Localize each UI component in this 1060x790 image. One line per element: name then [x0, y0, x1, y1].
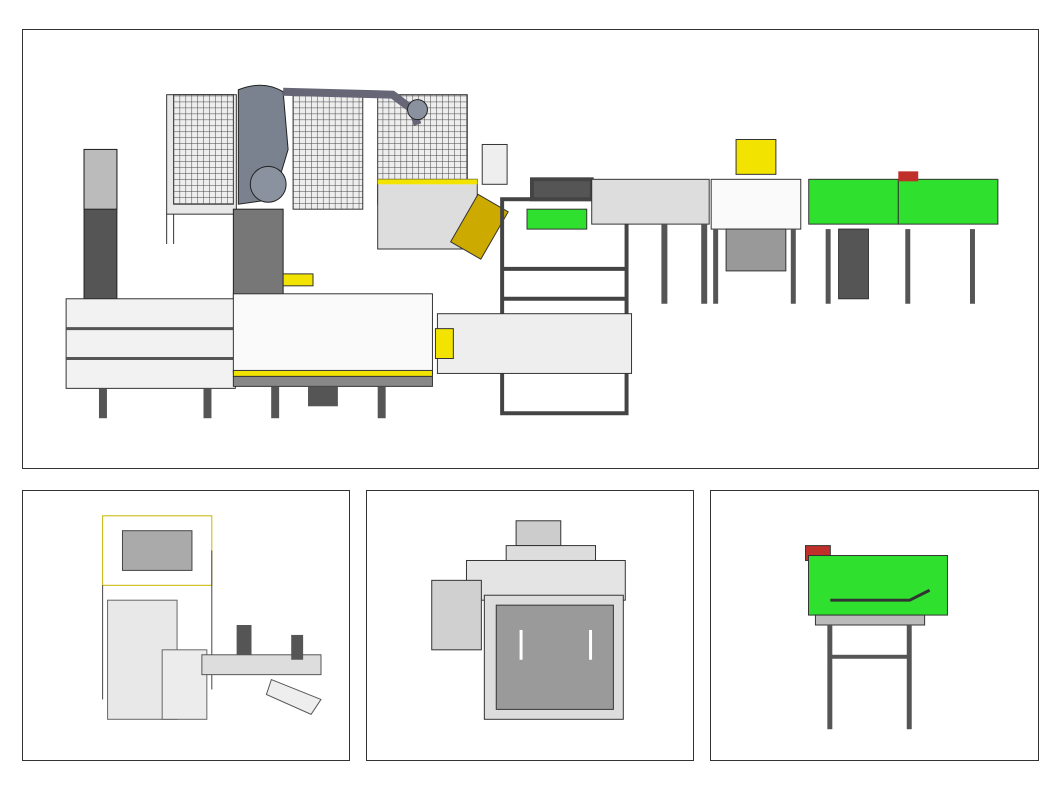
green-conveyor-view [710, 490, 1039, 761]
steel-platform [102, 515, 213, 700]
bagging-frame [500, 177, 629, 416]
hopper-housing [431, 559, 626, 720]
conveyor-stand [827, 625, 912, 730]
lower-conveyor [434, 313, 633, 374]
bag-conveyor [201, 625, 322, 715]
production-line-drawing [65, 84, 999, 419]
outfeed-conveyor [591, 178, 710, 304]
control-cabinet [83, 148, 118, 300]
green-conveyor-drawing [805, 545, 948, 730]
hopper-unit-drawing [431, 520, 626, 720]
filling-station-view [22, 490, 350, 761]
accumulation-conveyor [232, 273, 433, 419]
conveyor-bed [805, 545, 948, 626]
filling-machine-body [107, 599, 208, 720]
production-line-view [22, 29, 1039, 469]
infeed-roller-conveyor [65, 298, 236, 419]
palletizing-robot [232, 84, 428, 300]
filling-station-drawing [102, 515, 322, 720]
upper-transfer-conveyor [377, 143, 509, 260]
hopper-unit-view [366, 490, 694, 761]
checkweigher [710, 139, 802, 304]
green-conveyor-modules [808, 171, 999, 304]
